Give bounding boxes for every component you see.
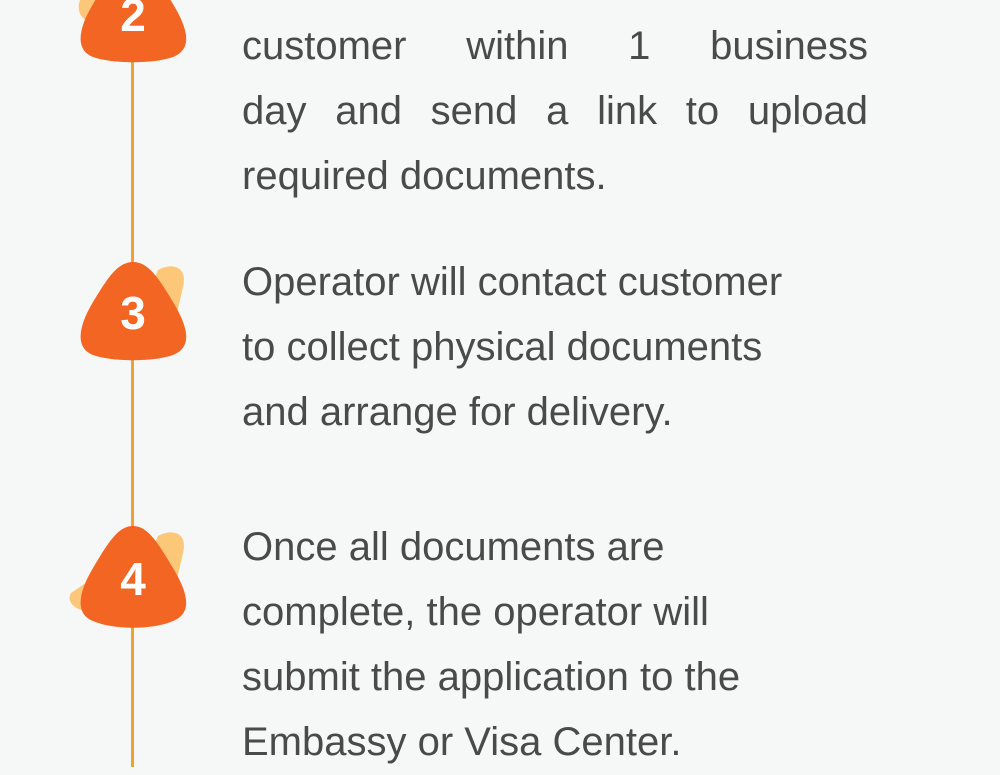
text-line: Embassy or Visa Center. [242, 720, 682, 764]
text-line: to collect physical documents [242, 325, 763, 369]
timeline-line [131, 0, 134, 767]
step-badge-3: 3 [63, 252, 203, 372]
step-badge-4: 4 [63, 518, 203, 638]
step-number: 4 [120, 553, 146, 605]
text-line: customer within 1 business [242, 24, 868, 68]
step-2-text: customer within 1 business day and send … [242, 14, 868, 209]
text-line: Once all documents are [242, 525, 665, 569]
text-line: submit the application to the [242, 655, 741, 699]
step-number: 2 [120, 0, 146, 41]
text-line: complete, the operator will [242, 590, 709, 634]
text-line: and arrange for delivery. [242, 390, 673, 434]
step-badge-2: 2 [63, 0, 203, 74]
step-4-text: Once all documents are complete, the ope… [242, 515, 868, 775]
step-3-text: Operator will contact customer to collec… [242, 250, 868, 445]
text-line: Operator will contact customer [242, 260, 783, 304]
step-number: 3 [120, 287, 146, 339]
text-line: day and send a link to upload [242, 89, 868, 133]
text-line: required documents. [242, 154, 607, 198]
badge-shape-icon [69, 526, 187, 628]
badge-shape-icon [78, 0, 187, 63]
badge-shape-icon [80, 262, 187, 361]
